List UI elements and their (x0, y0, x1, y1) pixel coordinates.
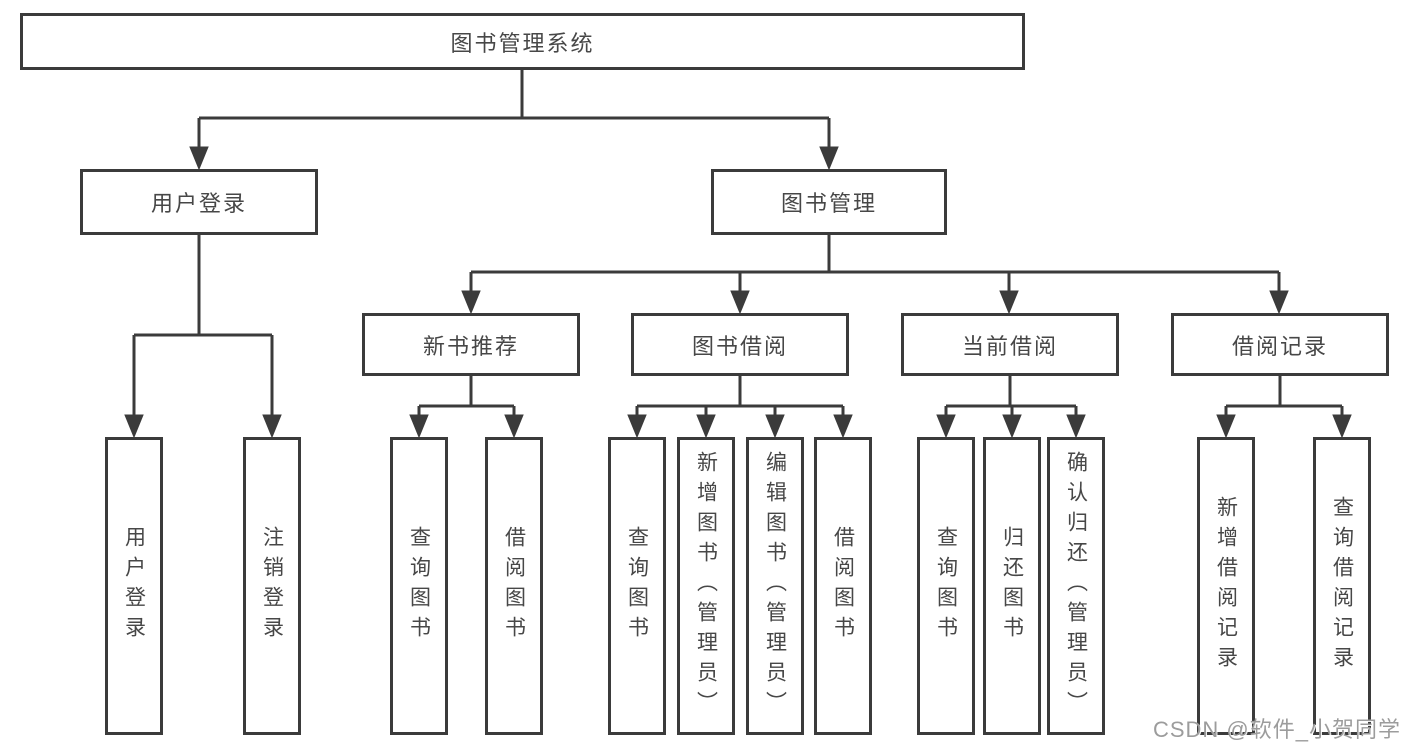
leaf-current-confirm-return-admin: 确认归还（管理员） (1047, 437, 1105, 735)
node-current-borrowing-label: 当前借阅 (961, 333, 1058, 359)
leaf-borrowing-query-books-label: 查询图书 (625, 526, 649, 646)
node-user-login: 用户登录 (80, 169, 318, 235)
leaf-logout: 注销登录 (243, 437, 301, 735)
leaf-user-login-label: 用户登录 (122, 526, 146, 646)
leaf-borrowing-edit-books-admin: 编辑图书（管理员） (746, 437, 804, 735)
leaf-recommendation-borrow-books: 借阅图书 (485, 437, 543, 735)
leaf-records-query-record-label: 查询借阅记录 (1330, 496, 1354, 676)
leaf-borrowing-query-books: 查询图书 (608, 437, 666, 735)
leaf-user-login: 用户登录 (105, 437, 163, 735)
node-user-login-label: 用户登录 (150, 191, 247, 216)
leaf-borrowing-borrow-books-label: 借阅图书 (831, 526, 855, 646)
leaf-current-query-books-label: 查询图书 (934, 526, 958, 646)
leaf-current-return-books-label: 归还图书 (1000, 526, 1024, 646)
leaf-current-query-books: 查询图书 (917, 437, 975, 735)
leaf-recommendation-query-books: 查询图书 (390, 437, 448, 735)
leaf-recommendation-query-books-label: 查询图书 (407, 526, 431, 646)
node-book-borrowing-label: 图书借阅 (691, 333, 788, 359)
leaf-borrowing-borrow-books: 借阅图书 (814, 437, 872, 735)
root-node: 图书管理系统 (20, 13, 1025, 70)
leaf-borrowing-add-books-admin: 新增图书（管理员） (677, 437, 735, 735)
root-node-label: 图书管理系统 (450, 30, 595, 56)
leaf-borrowing-add-books-admin-label: 新增图书（管理员） (694, 451, 718, 721)
node-book-management-label: 图书管理 (780, 191, 877, 216)
leaf-records-add-record: 新增借阅记录 (1197, 437, 1255, 735)
leaf-borrowing-edit-books-admin-label: 编辑图书（管理员） (763, 451, 787, 721)
node-borrowing-records: 借阅记录 (1171, 313, 1389, 376)
leaf-current-confirm-return-admin-label: 确认归还（管理员） (1064, 451, 1088, 721)
node-borrowing-records-label: 借阅记录 (1231, 333, 1328, 359)
node-new-book-recommendation: 新书推荐 (362, 313, 580, 376)
leaf-records-add-record-label: 新增借阅记录 (1214, 496, 1238, 676)
node-book-borrowing: 图书借阅 (631, 313, 849, 376)
csdn-watermark: CSDN @软件_小贺同学 (1152, 717, 1401, 742)
node-new-book-recommendation-label: 新书推荐 (422, 333, 519, 359)
node-book-management: 图书管理 (711, 169, 947, 235)
leaf-current-return-books: 归还图书 (983, 437, 1041, 735)
leaf-logout-label: 注销登录 (260, 526, 284, 646)
leaf-recommendation-borrow-books-label: 借阅图书 (502, 526, 526, 646)
node-current-borrowing: 当前借阅 (901, 313, 1119, 376)
leaf-records-query-record: 查询借阅记录 (1313, 437, 1371, 735)
